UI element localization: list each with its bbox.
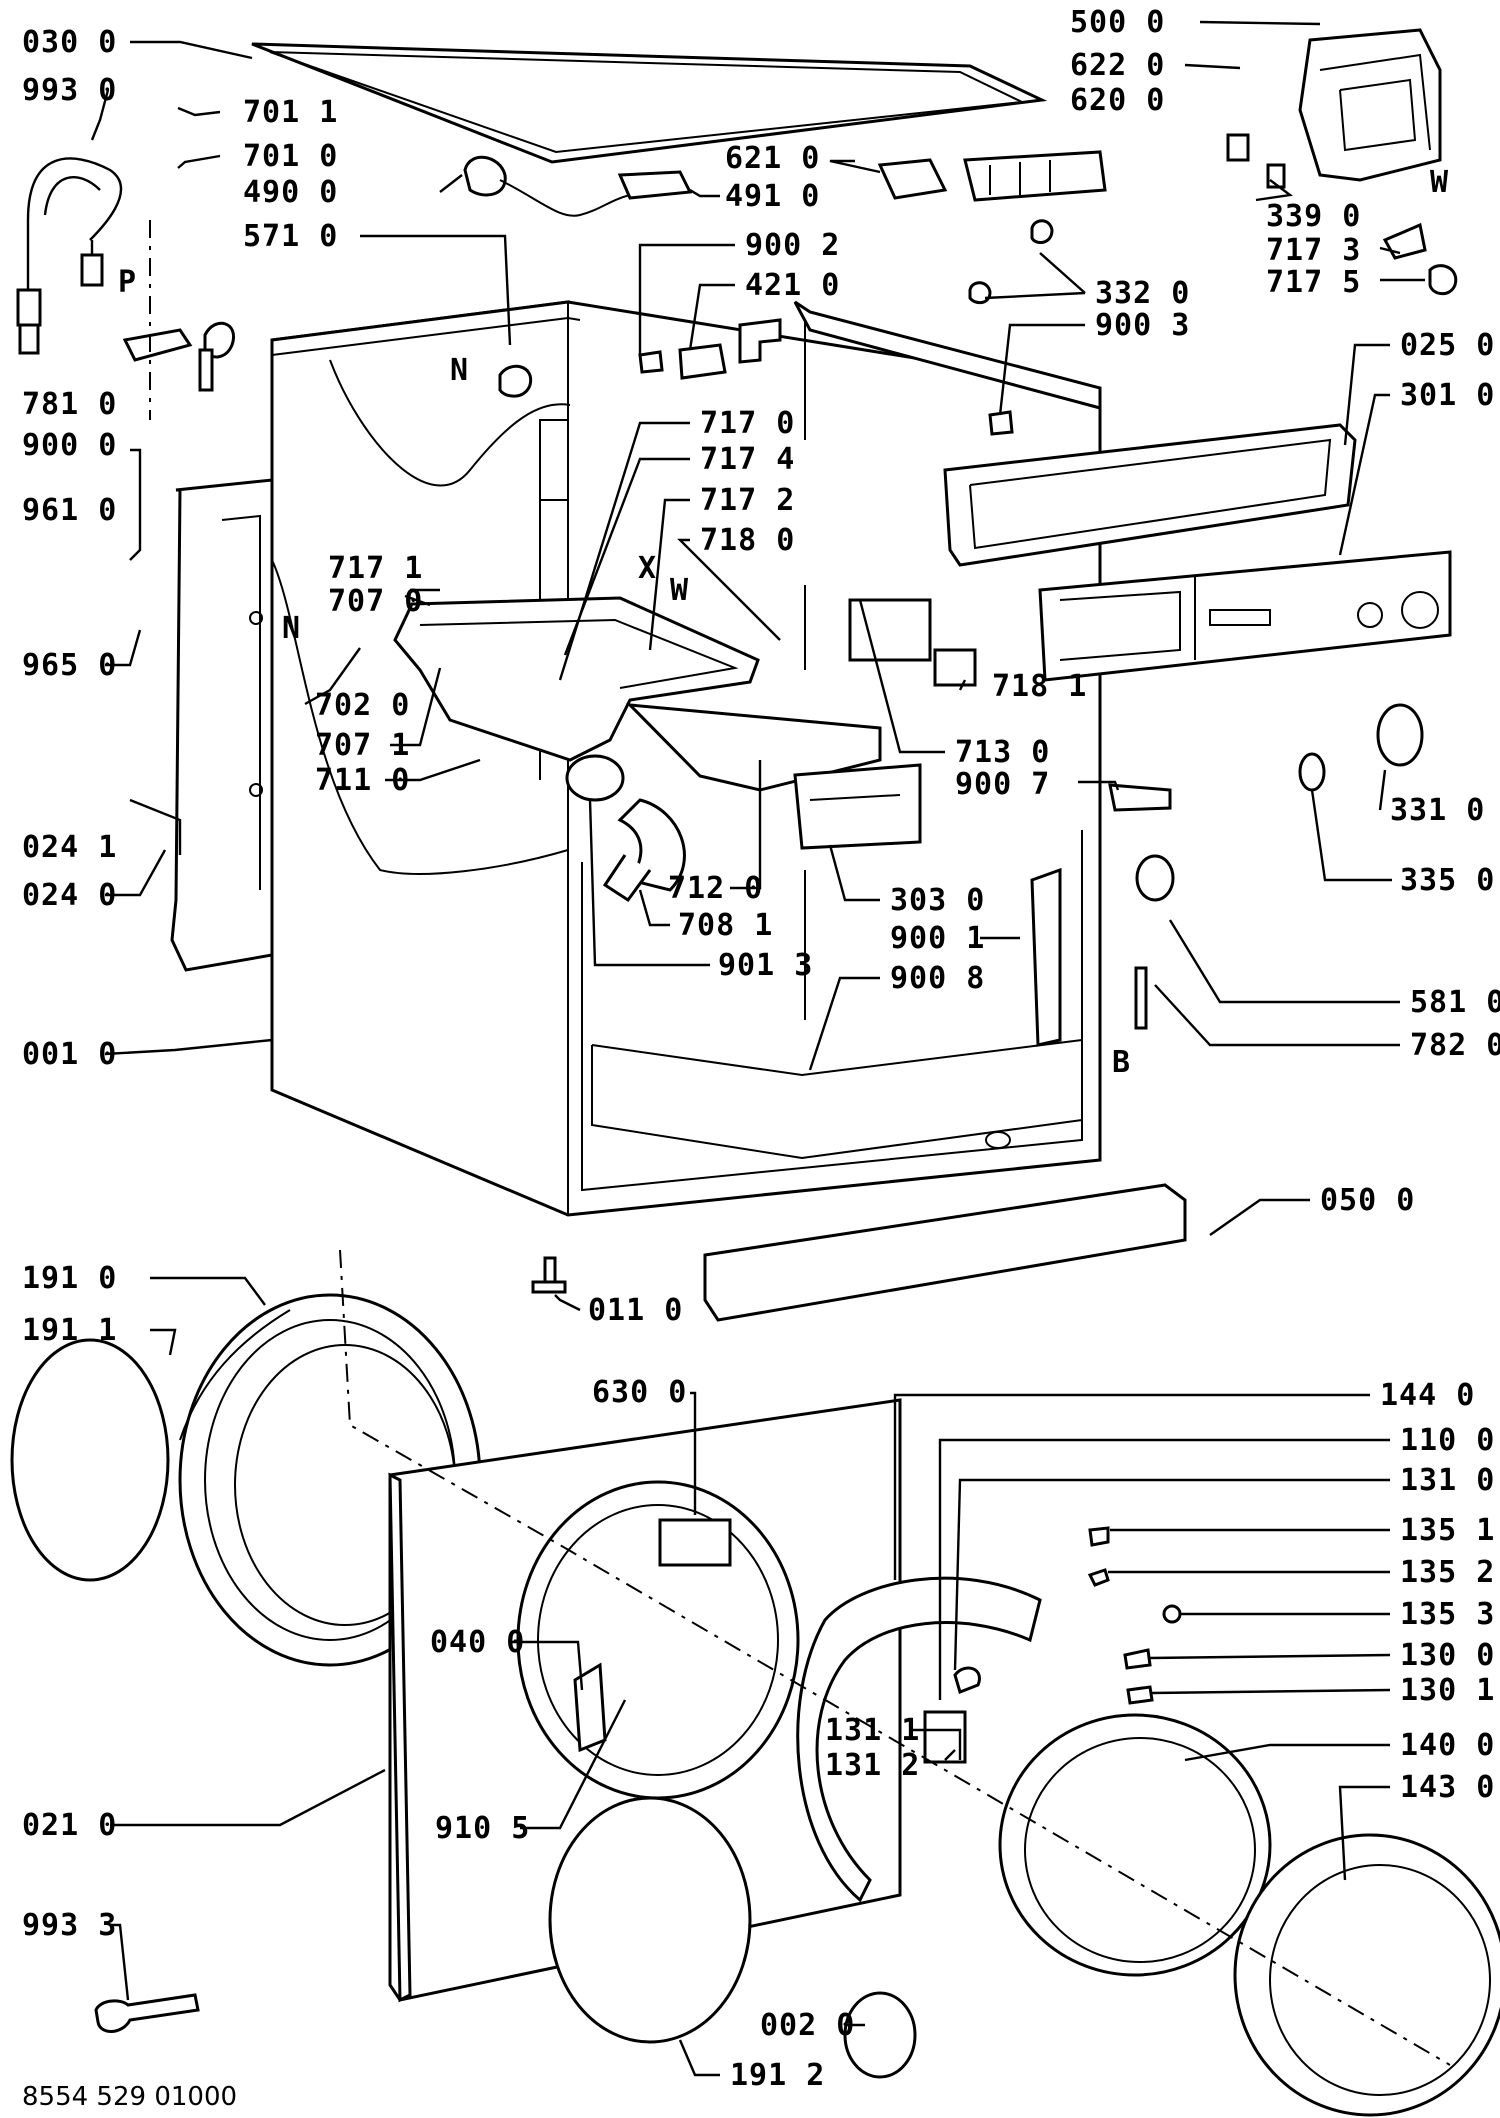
label-6200: 620 0 bbox=[1070, 83, 1165, 118]
label-1440: 144 0 bbox=[1380, 1378, 1475, 1413]
label-7170: 717 0 bbox=[700, 406, 795, 441]
leader-lines bbox=[90, 20, 1425, 2077]
front-panel bbox=[388, 1398, 917, 2079]
label-9008: 900 8 bbox=[890, 961, 985, 996]
label-9930: 993 0 bbox=[22, 73, 117, 108]
label-7171: 717 1 bbox=[328, 551, 423, 586]
label-1100: 110 0 bbox=[1400, 1423, 1495, 1458]
label-7110: 711 0 bbox=[315, 763, 410, 798]
label-9610: 961 0 bbox=[22, 493, 117, 528]
label-0241: 024 1 bbox=[22, 830, 117, 865]
label-3320: 332 0 bbox=[1095, 276, 1190, 311]
marker-w-right: W bbox=[1430, 165, 1449, 200]
screw bbox=[531, 1256, 567, 1294]
label-1312: 131 2 bbox=[825, 1748, 920, 1783]
label-3030: 303 0 bbox=[890, 883, 985, 918]
door-assembly bbox=[796, 1526, 1500, 2117]
label-1912: 191 2 bbox=[730, 2058, 825, 2093]
heater-and-bracket bbox=[16, 157, 236, 392]
label-7180: 718 0 bbox=[700, 523, 795, 558]
label-7181: 718 1 bbox=[992, 669, 1087, 704]
label-3310: 331 0 bbox=[1390, 793, 1485, 828]
label-1352: 135 2 bbox=[1400, 1555, 1495, 1590]
label-9000: 900 0 bbox=[22, 428, 117, 463]
label-1353: 135 3 bbox=[1400, 1597, 1495, 1632]
label-7173: 717 3 bbox=[1266, 233, 1361, 268]
label-0020: 002 0 bbox=[760, 2008, 855, 2043]
label-9105: 910 5 bbox=[435, 1811, 530, 1846]
label-9007: 900 7 bbox=[955, 767, 1050, 802]
marker-n-left: N bbox=[282, 611, 301, 646]
label-7120: 712 0 bbox=[668, 871, 763, 906]
label-4210: 421 0 bbox=[745, 268, 840, 303]
marker-p: P bbox=[118, 265, 137, 300]
label-7070: 707 0 bbox=[328, 584, 423, 619]
label-6300: 630 0 bbox=[592, 1375, 687, 1410]
label-6210: 621 0 bbox=[725, 141, 820, 176]
label-5810: 581 0 bbox=[1410, 985, 1500, 1020]
wrench-tool bbox=[94, 1993, 200, 2033]
label-0240: 024 0 bbox=[22, 878, 117, 913]
label-1430: 143 0 bbox=[1400, 1770, 1495, 1805]
label-1910: 191 0 bbox=[22, 1261, 117, 1296]
label-0210: 021 0 bbox=[22, 1808, 117, 1843]
label-9003: 900 3 bbox=[1095, 308, 1190, 343]
label-1310: 131 0 bbox=[1400, 1463, 1495, 1498]
label-1311: 131 1 bbox=[825, 1713, 920, 1748]
label-0500: 050 0 bbox=[1320, 1183, 1415, 1218]
label-0110: 011 0 bbox=[588, 1293, 683, 1328]
label-7175: 717 5 bbox=[1266, 265, 1361, 300]
label-7172: 717 2 bbox=[700, 483, 795, 518]
knobs bbox=[1135, 703, 1424, 902]
label-9013: 901 3 bbox=[718, 948, 813, 983]
valves bbox=[463, 155, 782, 398]
label-1400: 140 0 bbox=[1400, 1728, 1495, 1763]
electronic-module bbox=[877, 28, 1458, 436]
label-0300: 030 0 bbox=[22, 25, 117, 60]
label-9001: 900 1 bbox=[890, 921, 985, 956]
label-5000: 500 0 bbox=[1070, 5, 1165, 40]
kickplate bbox=[703, 1183, 1187, 1322]
label-0250: 025 0 bbox=[1400, 328, 1495, 363]
part-labels: 030 0 993 0 701 1 701 0 490 0 571 0 781 … bbox=[22, 5, 1500, 2093]
dispenser bbox=[393, 596, 922, 903]
label-4910: 491 0 bbox=[725, 179, 820, 214]
label-7011: 701 1 bbox=[243, 95, 338, 130]
label-7010: 701 0 bbox=[243, 139, 338, 174]
label-1911: 191 1 bbox=[22, 1313, 117, 1348]
side-bracket bbox=[1030, 783, 1172, 1047]
label-1300: 130 0 bbox=[1400, 1638, 1495, 1673]
label-7130: 713 0 bbox=[955, 735, 1050, 770]
marker-b: B bbox=[1112, 1045, 1131, 1080]
cabinet bbox=[270, 300, 1102, 1217]
label-6220: 622 0 bbox=[1070, 48, 1165, 83]
top-cover bbox=[251, 42, 1048, 164]
marker-w-middle: W bbox=[670, 573, 689, 608]
label-1301: 130 1 bbox=[1400, 1673, 1495, 1708]
label-1351: 135 1 bbox=[1400, 1513, 1495, 1548]
label-7081: 708 1 bbox=[678, 908, 773, 943]
label-4900: 490 0 bbox=[243, 175, 338, 210]
label-3350: 335 0 bbox=[1400, 863, 1495, 898]
side-panel bbox=[170, 478, 274, 972]
label-7020: 702 0 bbox=[315, 688, 410, 723]
label-3390: 339 0 bbox=[1266, 199, 1361, 234]
label-0400: 040 0 bbox=[430, 1625, 525, 1660]
label-9002: 900 2 bbox=[745, 228, 840, 263]
label-7174: 717 4 bbox=[700, 442, 795, 477]
label-5710: 571 0 bbox=[243, 219, 338, 254]
label-7071: 707 1 bbox=[315, 728, 410, 763]
label-9650: 965 0 bbox=[22, 648, 117, 683]
label-7810: 781 0 bbox=[22, 387, 117, 422]
label-0010: 001 0 bbox=[22, 1037, 117, 1072]
label-3010: 301 0 bbox=[1400, 378, 1495, 413]
marker-x: X bbox=[638, 551, 657, 586]
marker-n-top: N bbox=[450, 353, 469, 388]
control-panel bbox=[848, 423, 1452, 687]
drawing-number: 8554 529 01000 bbox=[22, 2082, 237, 2112]
letter-markers: P N N X W W B bbox=[118, 165, 1449, 1080]
label-9933: 993 3 bbox=[22, 1908, 117, 1943]
label-7820: 782 0 bbox=[1410, 1028, 1500, 1063]
